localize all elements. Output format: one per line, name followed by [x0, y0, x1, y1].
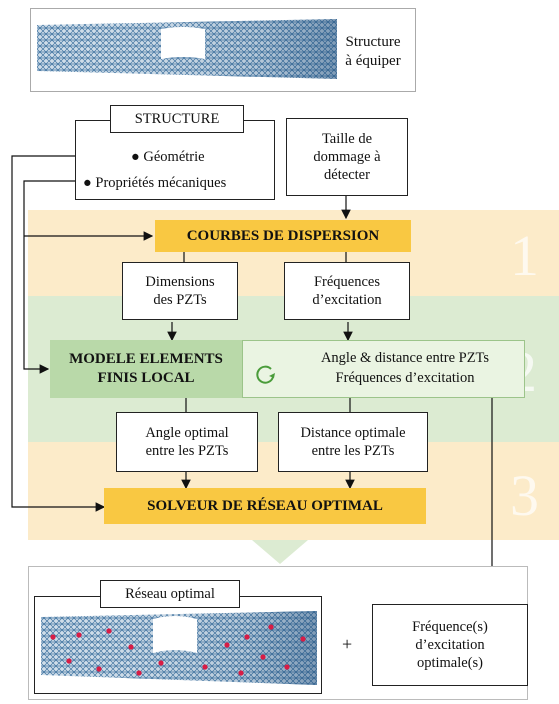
dispersion-curves-box: COURBES DE DISPERSION: [155, 220, 411, 252]
step-number-1: 1: [510, 223, 539, 288]
optimal-network-box: [34, 596, 322, 694]
optimal-network-mesh-image: [41, 611, 317, 685]
optimal-frequency-box: Fréquence(s) d’excitation optimale(s): [372, 604, 528, 686]
structure-title: STRUCTURE: [110, 105, 244, 133]
pzt-dimensions-box: Dimensions des PZTs: [122, 262, 238, 320]
structure-geometry: Géométrie: [143, 149, 205, 165]
sensor-markers: [50, 624, 306, 676]
loop-arrow-icon: [256, 365, 275, 384]
loop-text: Angle & distance entre PZTs Fréquences d…: [320, 350, 490, 386]
structure-caption: Structure à équiper: [345, 34, 401, 69]
excitation-frequencies-box: Fréquences d’excitation: [284, 262, 410, 320]
bullet-icon: ●: [131, 149, 140, 165]
fem-model-box: MODELE ELEMENTS FINIS LOCAL: [50, 340, 242, 398]
optimal-network-solver-box: SOLVEUR DE RÉSEAU OPTIMAL: [104, 488, 426, 524]
structure-mechanical: Propriétés mécaniques: [95, 175, 227, 191]
structure-mesh-image: [37, 19, 337, 79]
bullet-icon: ●: [83, 175, 92, 191]
structure-box: ● Géométrie ● Propriétés mécaniques: [75, 120, 275, 200]
damage-size-box: Taille de dommage à détecter: [286, 118, 408, 196]
plus-sign: +: [342, 634, 353, 654]
optimal-angle-box: Angle optimal entre les PZTs: [116, 412, 258, 472]
fem-loop-box: Angle & distance entre PZTs Fréquences d…: [242, 340, 525, 398]
optimal-distance-box: Distance optimale entre les PZTs: [278, 412, 428, 472]
step-number-3: 3: [510, 463, 539, 528]
optimal-network-label: Réseau optimal: [100, 580, 240, 608]
structure-bullet-mechanical: ● Propriétés mécaniques: [83, 175, 226, 192]
structure-bullet-geometry: ● Géométrie: [131, 149, 205, 166]
down-chevron-icon: [252, 540, 308, 564]
structure-panel: Structure à équiper: [30, 8, 416, 92]
